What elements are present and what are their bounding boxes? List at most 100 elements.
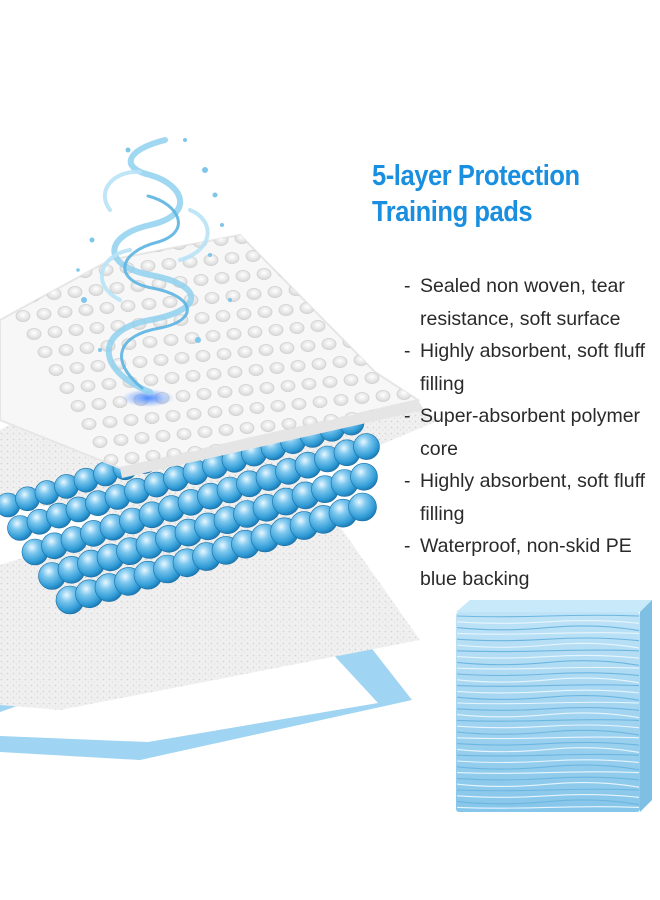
pad-sheet-edge: [456, 806, 640, 809]
surface-dimple: [68, 324, 84, 336]
pad-sheet-edge: [456, 684, 640, 687]
surface-dimple: [239, 422, 255, 434]
surface-dimple: [287, 246, 303, 258]
pad-sheet-edge: [456, 712, 640, 719]
surface-dimple: [382, 256, 398, 268]
surface-dimple: [340, 223, 354, 234]
pad-sheet-edge: [456, 701, 640, 705]
surface-dimple: [91, 398, 107, 410]
surface-dimple: [87, 246, 103, 258]
surface-dimple: [24, 252, 40, 264]
surface-dimple: [255, 235, 271, 242]
surface-dimple: [260, 420, 276, 432]
surface-dimple: [195, 350, 211, 362]
surface-dimple: [320, 300, 336, 312]
layer-item: -Super-absorbent polymer core: [404, 405, 641, 460]
surface-dimple: [236, 308, 252, 320]
polymer-core-beads: [0, 387, 380, 615]
surface-dimple: [92, 436, 108, 448]
surface-dimple: [384, 332, 400, 344]
surface-dimple: [14, 272, 30, 284]
surface-dimple: [164, 372, 180, 384]
surface-dimple: [300, 340, 316, 352]
pad-sheet-edge: [456, 719, 640, 722]
surface-dimple: [235, 270, 251, 282]
surface-dimple: [226, 328, 242, 340]
surface-dimple: [47, 326, 63, 338]
layer-label: Sealed non woven, tear resistance, soft …: [420, 275, 625, 330]
surface-dimple: [333, 394, 349, 406]
surface-dimple: [278, 304, 294, 316]
pad-sheet-edge: [456, 707, 640, 711]
surface-dimple: [25, 290, 41, 302]
surface-dimple: [312, 396, 328, 408]
surface-dimple: [80, 380, 96, 392]
pad-sheet-edge: [456, 642, 640, 649]
surface-dimple: [276, 235, 292, 240]
surface-dimple: [155, 430, 171, 442]
surface-dimple: [218, 424, 234, 436]
surface-dimple: [109, 282, 125, 294]
surface-dimple: [197, 426, 213, 438]
surface-dimple: [89, 322, 105, 334]
pad-sheet-edge: [456, 625, 640, 632]
surface-dimple: [238, 384, 254, 396]
surface-dimple: [245, 250, 261, 262]
pad-sheet-edge: [456, 614, 640, 618]
surface-dimple: [227, 366, 243, 378]
surface-dimple: [161, 258, 177, 270]
pad-sheet-edge: [456, 632, 640, 635]
layer-label: Highly absorbent, soft fluff filling: [420, 340, 646, 395]
surface-dimple: [102, 416, 118, 428]
surface-dimple: [318, 235, 334, 236]
surface-dimple: [311, 358, 327, 370]
surface-dimple: [58, 344, 74, 356]
surface-dimple: [281, 418, 297, 430]
surface-dimple: [36, 308, 52, 320]
surface-dimple: [194, 312, 210, 324]
surface-dimple: [99, 302, 115, 314]
layer-item: -Sealed non woven, tear resistance, soft…: [404, 275, 625, 330]
surface-dimple: [214, 272, 230, 284]
surface-dimple: [329, 242, 345, 254]
surface-dimple: [269, 362, 285, 374]
surface-dimple: [142, 336, 158, 348]
surface-dimple: [174, 352, 190, 364]
surface-dimple: [256, 268, 272, 280]
pad-sheet-edge: [456, 794, 640, 798]
surface-dimple: [373, 314, 389, 326]
surface-dimple: [101, 378, 117, 390]
surface-dimple: [165, 410, 181, 422]
surface-dimple: [59, 382, 75, 394]
pad-sheet-edge: [456, 654, 640, 659]
layer-item: -Waterproof, non-skid PE blue backing: [404, 535, 632, 590]
surface-dimple: [297, 235, 313, 238]
pad-sheet-edge: [456, 771, 640, 774]
surface-dimple: [215, 310, 231, 322]
surface-dimple: [280, 380, 296, 392]
surface-dimple: [193, 274, 209, 286]
surface-dimple: [330, 280, 346, 292]
surface-dimple: [144, 412, 160, 424]
surface-dimple: [67, 286, 83, 298]
surface-dimple: [0, 274, 9, 286]
surface-dimple: [309, 282, 325, 294]
pad-sheet-edge: [456, 741, 640, 746]
surface-dimple: [290, 360, 306, 372]
surface-dimple: [35, 270, 51, 282]
surface-dimple: [37, 346, 53, 358]
surface-dimple: [141, 298, 157, 310]
surface-dimple: [90, 360, 106, 372]
surface-dimple: [185, 370, 201, 382]
pad-sheet-edge: [456, 660, 640, 666]
surface-dimple: [267, 286, 283, 298]
layer-label: Super-absorbent polymer core: [420, 405, 641, 460]
surface-dimple: [268, 324, 284, 336]
layer-label: Waterproof, non-skid PE blue backing: [420, 535, 632, 590]
water-splash-graphic: [76, 137, 232, 407]
surface-dimple: [259, 382, 275, 394]
surface-dimple: [228, 404, 244, 416]
pad-sheet-edge: [456, 689, 640, 694]
layer-item: -Highly absorbent, soft fluff filling: [404, 340, 646, 395]
pad-sheet-edge: [456, 759, 640, 764]
